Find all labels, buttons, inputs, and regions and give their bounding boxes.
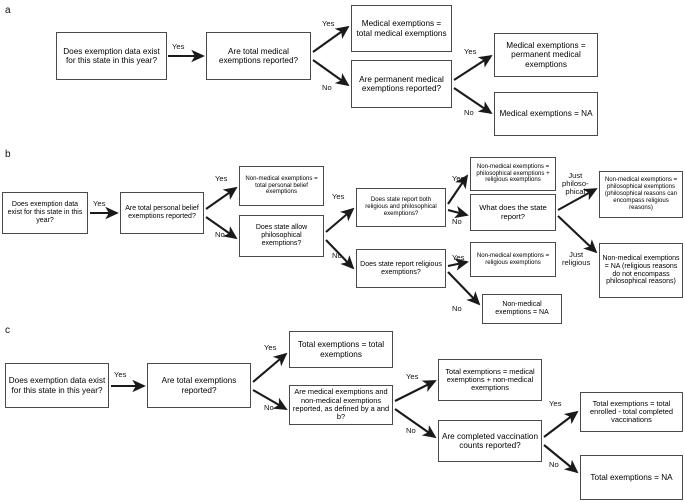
node-b3: Non-medical exemptions = total personal … <box>239 166 324 206</box>
node-a3-text: Medical exemptions = total medical exemp… <box>356 19 447 38</box>
panel-label-c: c <box>5 325 10 336</box>
node-c7-text: Total exemptions = total enrolled - tota… <box>590 398 673 425</box>
node-b2-text: Are total personal belief exemptions rep… <box>125 205 199 220</box>
node-b8: What does the state report? <box>470 194 556 231</box>
node-a1-text: Does exemption data exist for this state… <box>63 46 160 65</box>
edge-label-a-yes-3: Yes <box>464 47 477 56</box>
edge-label-b-yes-1: Yes <box>93 199 106 208</box>
node-b10: Non-medical exemptions = NA <box>482 294 562 324</box>
node-b8-text: What does the state report? <box>479 203 547 221</box>
node-a4-text: Are permanent medical exemptions reporte… <box>359 74 444 93</box>
node-c6-text: Are completed vaccination counts reporte… <box>441 431 539 450</box>
edge-label-b-yes-4: Yes <box>452 174 465 183</box>
node-b1: Does exemption data exist for this state… <box>2 192 88 234</box>
edge-label-a-yes-2: Yes <box>322 19 335 28</box>
edge-label-b-no-2: No <box>332 251 342 260</box>
edge-label-c-no-1: No <box>264 403 274 412</box>
node-b10-text: Non-medical exemptions = NA <box>495 301 549 316</box>
node-c5: Total exemptions = medical exemptions + … <box>438 359 542 401</box>
edge-label-c-yes-3: Yes <box>406 372 419 381</box>
edge-label-b-just-religious: Just religious <box>562 250 591 268</box>
edge-label-c-yes-1: Yes <box>114 370 127 379</box>
node-b6-text: Does state report religious exemptions? <box>360 260 442 276</box>
node-b11: Non-medical exemptions = philosophical e… <box>599 171 683 218</box>
node-b11-text: Non-medical exemptions = philosophical e… <box>604 176 678 211</box>
node-c8: Total exemptions = NA <box>580 455 683 500</box>
node-b9-text: Non-medical exemptions = religious exemp… <box>476 251 550 266</box>
node-a6: Medical exemptions = NA <box>494 92 598 136</box>
node-c4-text: Are medical exemptions and non-medical e… <box>292 387 390 422</box>
node-a2-text: Are total medical exemptions reported? <box>218 46 299 65</box>
node-b2: Are total personal belief exemptions rep… <box>120 192 204 234</box>
node-b3-text: Non-medical exemptions = total personal … <box>245 174 318 196</box>
node-b5-text: Does state report both religious and phi… <box>365 196 437 217</box>
edge-label-b-no-4: No <box>452 304 462 313</box>
node-c5-text: Total exemptions = medical exemptions + … <box>445 366 535 393</box>
node-b12: Non-medical exemptions = NA (religious r… <box>599 243 683 298</box>
node-c8-text: Total exemptions = NA <box>590 472 673 482</box>
node-b6: Does state report religious exemptions? <box>356 249 446 288</box>
node-a3: Medical exemptions = total medical exemp… <box>351 5 452 52</box>
node-c3-text: Total exemptions = total exemptions <box>297 340 385 359</box>
edge-label-b-yes-5: Yes <box>452 253 465 262</box>
node-b9: Non-medical exemptions = religious exemp… <box>470 242 556 277</box>
node-c1-text: Does exemption data exist for this state… <box>8 376 106 395</box>
panel-label-a: a <box>5 5 11 16</box>
edge-label-c-no-2: No <box>406 426 416 435</box>
edge-label-a-yes-1: Yes <box>172 42 185 51</box>
node-c2-text: Are total exemptions reported? <box>161 376 237 395</box>
node-a2: Are total medical exemptions reported? <box>206 32 311 80</box>
node-c4: Are medical exemptions and non-medical e… <box>289 385 393 425</box>
edge-label-b-yes-3: Yes <box>332 192 345 201</box>
edge-label-b-just-philosophical: Just philoso- phical <box>562 171 589 197</box>
edge-label-c-yes-2: Yes <box>264 343 277 352</box>
node-a1: Does exemption data exist for this state… <box>56 32 167 80</box>
node-c7: Total exemptions = total enrolled - tota… <box>580 392 683 432</box>
edge-label-a-no-2: No <box>464 108 474 117</box>
node-b4: Does state allow philosophical exemption… <box>239 215 324 257</box>
edge-label-b-no-3: No <box>452 217 462 226</box>
edge-label-c-yes-4: Yes <box>549 399 562 408</box>
node-b1-text: Does exemption data exist for this state… <box>7 201 83 224</box>
node-a5: Medical exemptions = permanent medical e… <box>494 33 598 77</box>
node-c3: Total exemptions = total exemptions <box>289 331 393 368</box>
edge-label-b-no-1: No <box>215 230 225 239</box>
node-b12-text: Non-medical exemptions = NA (religious r… <box>602 254 680 286</box>
node-c1: Does exemption data exist for this state… <box>5 363 109 408</box>
node-b4-text: Does state allow philosophical exemption… <box>255 224 308 247</box>
edge-label-c-no-3: No <box>549 460 559 469</box>
node-b7: Non-medical exemptions = philosophical e… <box>470 157 556 191</box>
edge-label-b-yes-2: Yes <box>215 174 228 183</box>
node-c2: Are total exemptions reported? <box>147 363 251 408</box>
node-a5-text: Medical exemptions = permanent medical e… <box>506 41 586 69</box>
node-b5: Does state report both religious and phi… <box>356 188 446 227</box>
node-c6: Are completed vaccination counts reporte… <box>438 420 542 462</box>
node-a6-text: Medical exemptions = NA <box>499 109 593 119</box>
panel-label-b: b <box>5 149 11 160</box>
node-a4: Are permanent medical exemptions reporte… <box>351 60 452 108</box>
node-b7-text: Non-medical exemptions = philosophical e… <box>476 162 550 184</box>
edge-label-a-no-1: No <box>322 83 332 92</box>
